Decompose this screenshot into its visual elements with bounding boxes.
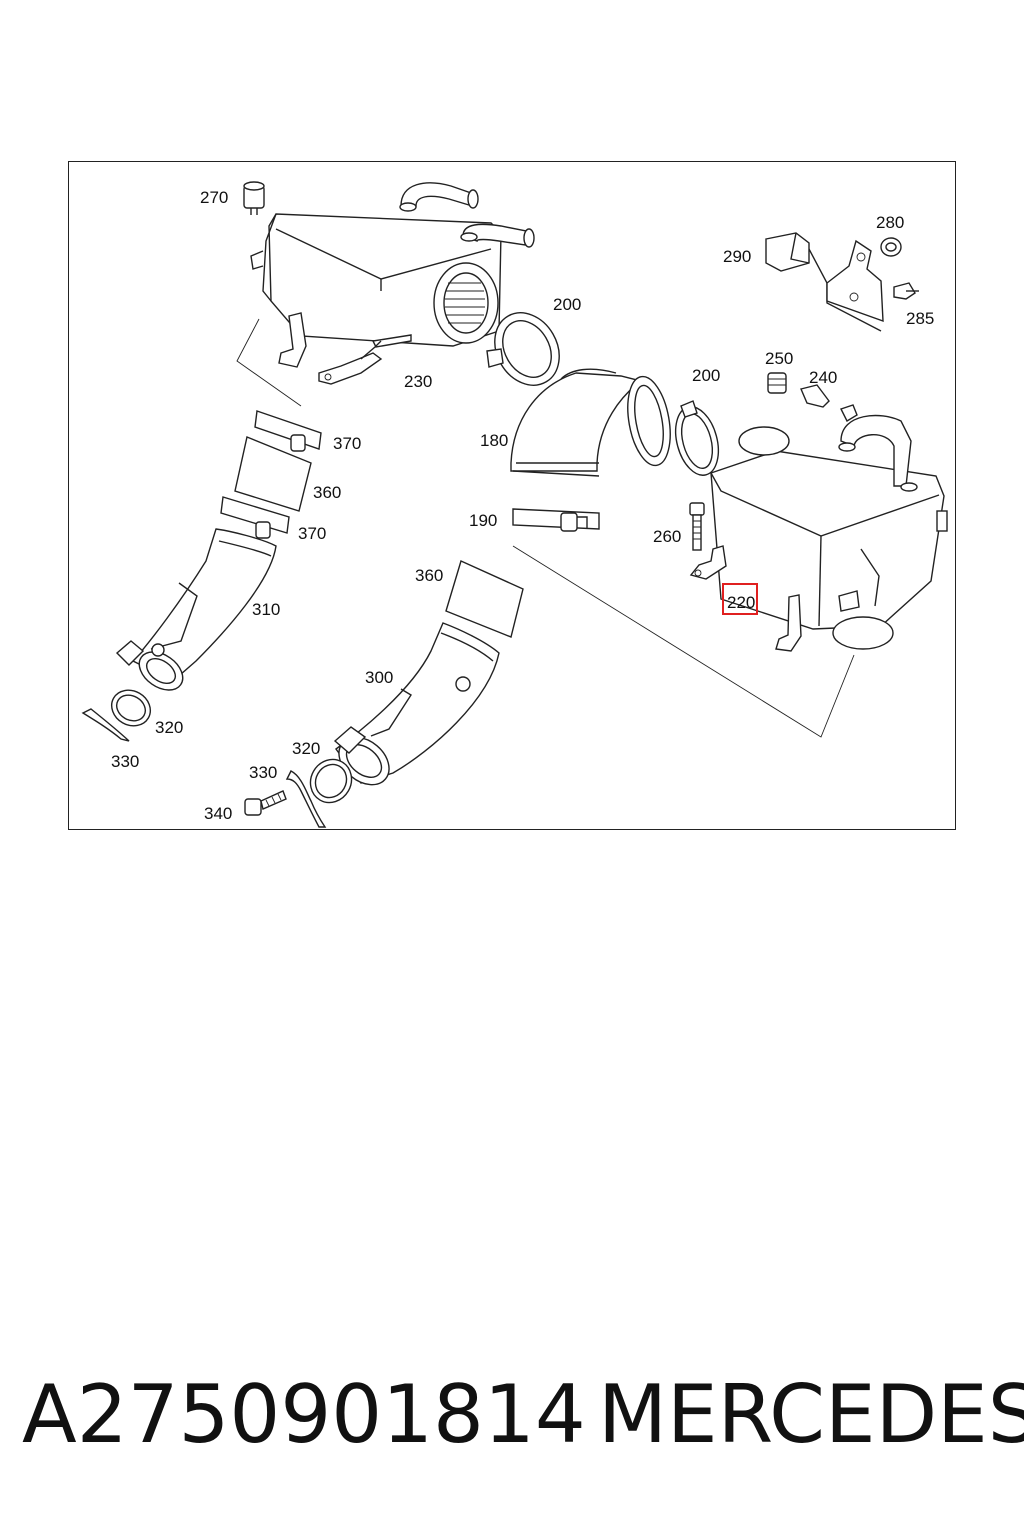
label-230: 230 xyxy=(404,372,432,391)
label-370-lower: 370 xyxy=(298,524,326,543)
label-360-lower: 360 xyxy=(415,566,443,585)
label-290: 290 xyxy=(723,247,751,266)
label-320-lower: 320 xyxy=(292,739,320,758)
part-190-drawing xyxy=(512,508,600,532)
intercooler-left-drawing xyxy=(250,182,535,385)
part-number-caption: A2750901814 xyxy=(22,1368,586,1461)
label-270: 270 xyxy=(200,188,228,207)
label-190: 190 xyxy=(469,511,497,530)
part-370-360-left-drawing xyxy=(220,410,322,539)
label-340: 340 xyxy=(204,804,232,823)
highlight-box-220 xyxy=(722,583,758,615)
label-220: 220 xyxy=(727,593,755,612)
label-260: 260 xyxy=(653,527,681,546)
label-300: 300 xyxy=(365,668,393,687)
part-200-upper-drawing xyxy=(486,312,560,386)
label-285: 285 xyxy=(906,309,934,328)
part-320-330-340-lower-drawing xyxy=(244,758,353,828)
label-330-left: 330 xyxy=(111,752,139,771)
part-250-240-drawing xyxy=(767,372,858,422)
label-240: 240 xyxy=(809,368,837,387)
label-250: 250 xyxy=(765,349,793,368)
part-290-280-285-drawing xyxy=(765,232,919,332)
label-330-lower: 330 xyxy=(249,763,277,782)
brand-caption: MERCEDES xyxy=(598,1368,1024,1461)
label-310: 310 xyxy=(252,600,280,619)
label-360-upper: 360 xyxy=(313,483,341,502)
part-310-drawing xyxy=(115,528,277,691)
label-320-left: 320 xyxy=(155,718,183,737)
part-270-drawing xyxy=(243,181,265,215)
label-370-upper: 370 xyxy=(333,434,361,453)
part-300-drawing xyxy=(333,622,500,786)
intercooler-right-drawing xyxy=(689,414,948,652)
part-labels: 270 200 230 280 290 285 250 240 200 370 … xyxy=(111,188,934,823)
part-200-lower-drawing xyxy=(674,400,720,476)
part-320-330-left-drawing xyxy=(81,689,151,742)
part-180-drawing xyxy=(510,368,671,477)
parts-diagram: 270 200 230 280 290 285 250 240 200 370 … xyxy=(81,181,948,828)
part-260-drawing xyxy=(689,502,705,551)
label-200-lower: 200 xyxy=(692,366,720,385)
label-180: 180 xyxy=(480,431,508,450)
label-280: 280 xyxy=(876,213,904,232)
parts-diagram-frame: 270 200 230 280 290 285 250 240 200 370 … xyxy=(68,161,956,830)
part-360-right-drawing xyxy=(445,560,524,638)
label-200-upper: 200 xyxy=(553,295,581,314)
leader-lines xyxy=(236,318,855,738)
